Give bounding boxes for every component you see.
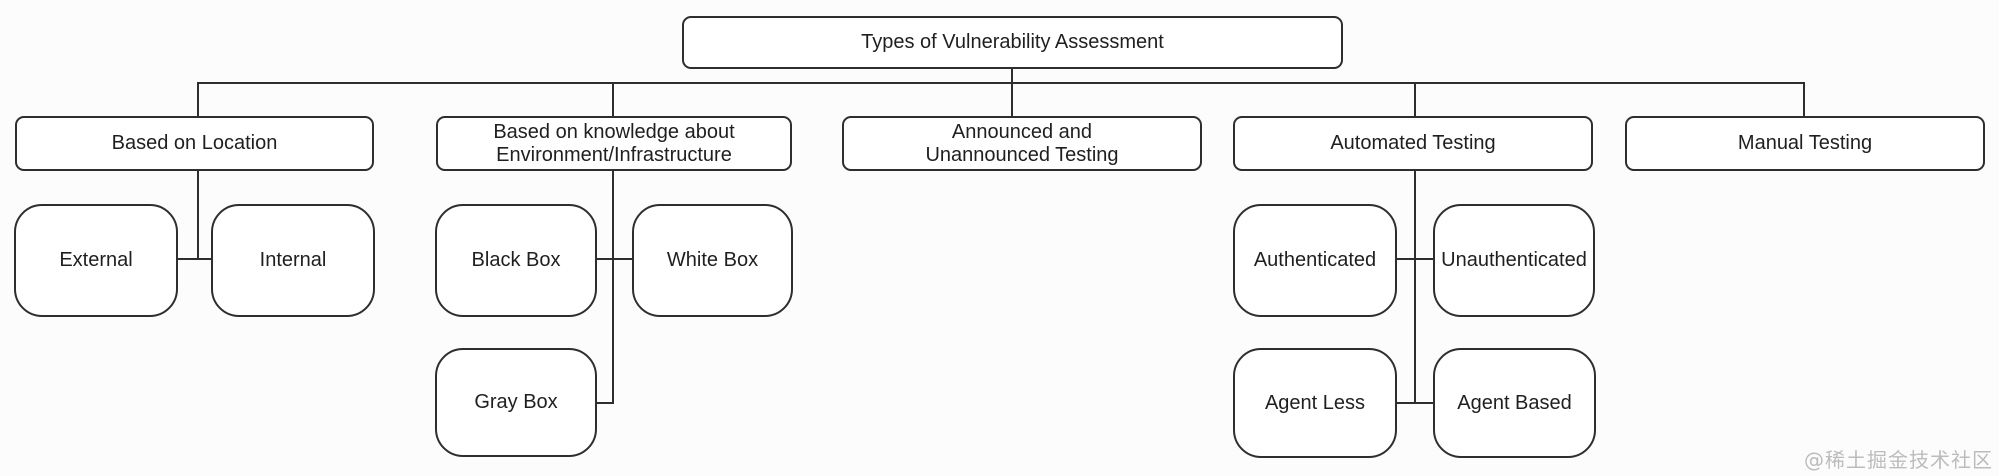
connector-trunk-location [197, 170, 199, 260]
node-leaf-external: External [14, 204, 178, 317]
node-leaf-white-box-label: White Box [666, 249, 759, 271]
node-leaf-agent-less: Agent Less [1233, 348, 1397, 458]
node-branch-knowledge-label: Based on knowledge about Environment/Inf… [493, 120, 735, 166]
node-leaf-gray-box: Gray Box [435, 348, 597, 457]
node-branch-announced-label: Announced and Unannounced Testing [925, 120, 1119, 166]
node-root-label: Types of Vulnerability Assessment [861, 31, 1164, 53]
connector-bus [197, 82, 1805, 84]
connector-drop-knowledge [612, 82, 614, 117]
node-leaf-agent-based-label: Agent Based [1457, 391, 1572, 414]
connector-agentless-agentbased [1397, 402, 1433, 404]
node-leaf-white-box: White Box [632, 204, 793, 317]
node-leaf-gray-box-label: Gray Box [474, 391, 558, 413]
connector-auth-unauth [1397, 258, 1433, 260]
juejin-watermark: @稀土掘金技术社区 [1804, 448, 1993, 472]
node-leaf-unauthenticated: Unauthenticated [1433, 204, 1595, 317]
node-leaf-black-box-label: Black Box [471, 249, 561, 271]
node-leaf-unauthenticated-label: Unauthenticated [1441, 249, 1587, 271]
node-root: Types of Vulnerability Assessment [682, 16, 1343, 69]
connector-trunk-automated [1414, 170, 1416, 404]
node-branch-automated: Automated Testing [1233, 116, 1593, 171]
node-leaf-authenticated: Authenticated [1233, 204, 1397, 317]
node-leaf-agent-less-label: Agent Less [1264, 391, 1366, 414]
connector-drop-manual [1803, 82, 1805, 117]
node-branch-knowledge: Based on knowledge about Environment/Inf… [436, 116, 792, 171]
connector-external-internal [178, 258, 211, 260]
node-leaf-agent-based: Agent Based [1433, 348, 1596, 458]
connector-gray-elbow [597, 402, 614, 404]
node-branch-automated-label: Automated Testing [1330, 132, 1496, 154]
node-branch-location: Based on Location [15, 116, 374, 171]
connector-drop-location [197, 82, 199, 117]
node-branch-manual-label: Manual Testing [1737, 132, 1873, 154]
connector-black-white [597, 258, 632, 260]
node-leaf-internal: Internal [211, 204, 375, 317]
connector-drop-announced [1011, 82, 1013, 117]
node-branch-announced: Announced and Unannounced Testing [842, 116, 1202, 171]
connector-drop-automated [1414, 82, 1416, 117]
node-branch-location-label: Based on Location [111, 132, 278, 154]
connector-trunk-knowledge [612, 170, 614, 404]
node-branch-manual: Manual Testing [1625, 116, 1985, 171]
node-leaf-authenticated-label: Authenticated [1253, 249, 1377, 271]
node-leaf-black-box: Black Box [435, 204, 597, 317]
node-leaf-internal-label: Internal [259, 249, 327, 271]
node-leaf-external-label: External [59, 249, 133, 271]
connector-root-stem [1011, 68, 1013, 84]
